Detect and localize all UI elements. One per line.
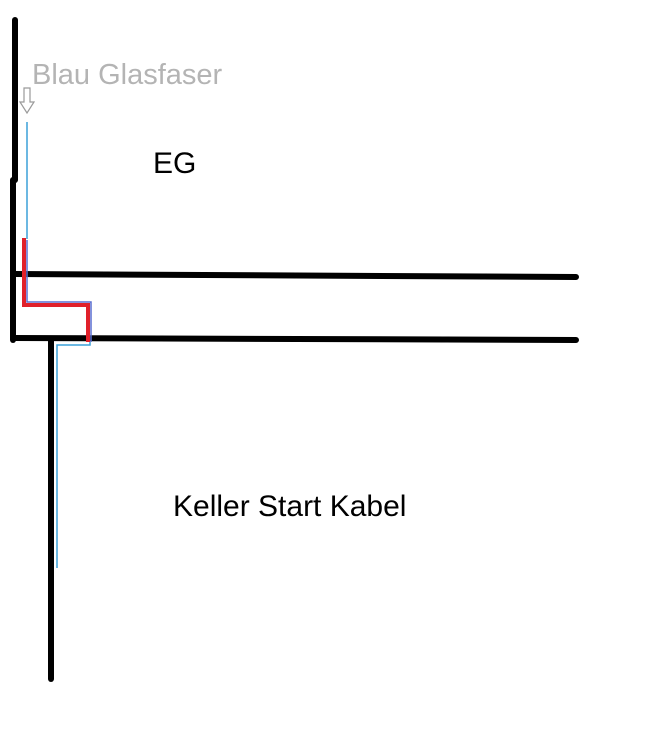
floor-slab-bottom <box>10 335 579 343</box>
cable-red-path <box>22 238 90 342</box>
fiber-line <box>26 122 91 568</box>
cable-through-floor <box>22 238 92 342</box>
down-arrow-icon <box>18 87 36 115</box>
cable-blue-path <box>26 240 92 342</box>
basement-label: Keller Start Kabel <box>173 490 406 523</box>
fiber-label: Blau Glasfaser <box>32 59 223 91</box>
fiber-line-lower-path <box>56 342 91 568</box>
ground-floor-label: EG <box>153 147 196 180</box>
walls <box>10 17 579 682</box>
floor-slab-top <box>12 271 579 280</box>
